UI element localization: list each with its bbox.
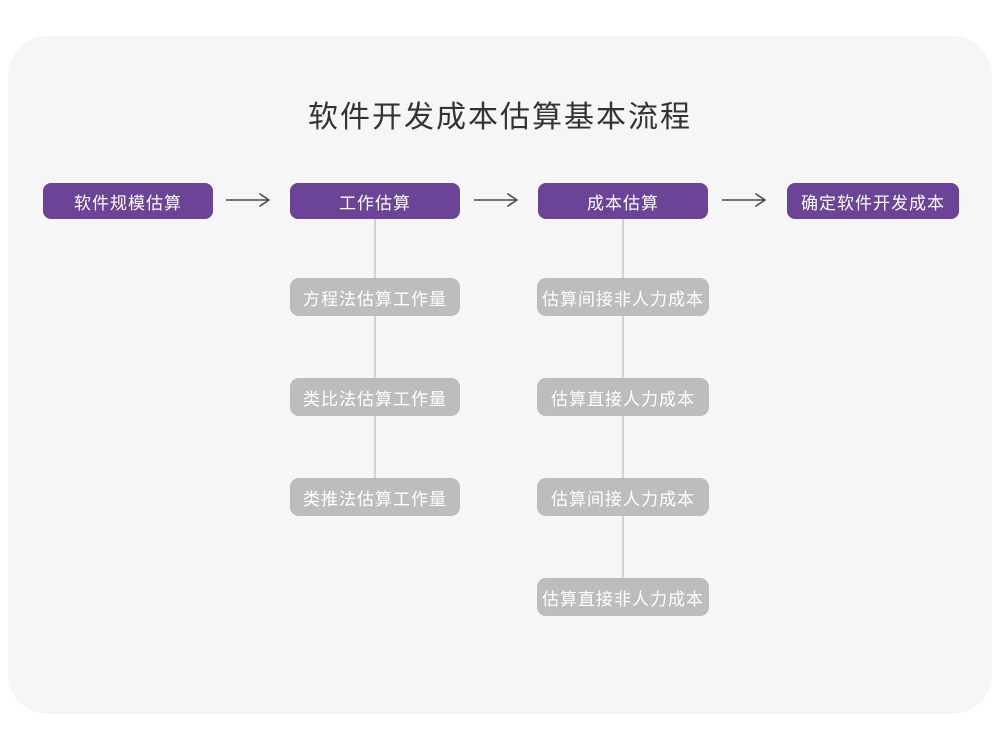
sub-node-label: 类比法估算工作量 (303, 389, 447, 409)
flow-node-label: 软件规模估算 (74, 193, 182, 213)
sub-node-label: 类推法估算工作量 (303, 489, 447, 509)
sub-node-label: 估算间接非人力成本 (542, 289, 704, 309)
sub-node-label: 估算间接人力成本 (551, 489, 695, 509)
connector-line-work-estimation (374, 218, 376, 498)
flow-node-label: 工作估算 (339, 193, 411, 213)
flow-node-software-scale-estimation: 软件规模估算 (43, 183, 213, 219)
sub-node-label: 估算直接非人力成本 (542, 589, 704, 609)
sub-node-indirect-labor-cost: 估算间接人力成本 (537, 478, 709, 516)
flow-node-label: 成本估算 (587, 193, 659, 213)
right-arrow-icon (474, 193, 518, 207)
sub-node-analogy-method: 类比法估算工作量 (290, 378, 460, 416)
sub-node-label: 估算直接人力成本 (551, 389, 695, 409)
sub-node-direct-non-labor-cost: 估算直接非人力成本 (537, 578, 709, 616)
flow-node-work-estimation: 工作估算 (290, 183, 460, 219)
diagram-title: 软件开发成本估算基本流程 (308, 101, 692, 134)
sub-node-equation-method: 方程法估算工作量 (290, 278, 460, 316)
sub-node-extrapolation-method: 类推法估算工作量 (290, 478, 460, 516)
sub-node-indirect-non-labor-cost: 估算间接非人力成本 (537, 278, 709, 316)
diagram-card (8, 36, 992, 714)
sub-node-label: 方程法估算工作量 (303, 289, 447, 309)
flow-node-cost-estimation: 成本估算 (538, 183, 708, 219)
right-arrow-icon (226, 193, 270, 207)
right-arrow-icon (722, 193, 766, 207)
flow-node-label: 确定软件开发成本 (801, 193, 945, 213)
flow-node-determine-development-cost: 确定软件开发成本 (787, 183, 959, 219)
sub-node-direct-labor-cost: 估算直接人力成本 (537, 378, 709, 416)
